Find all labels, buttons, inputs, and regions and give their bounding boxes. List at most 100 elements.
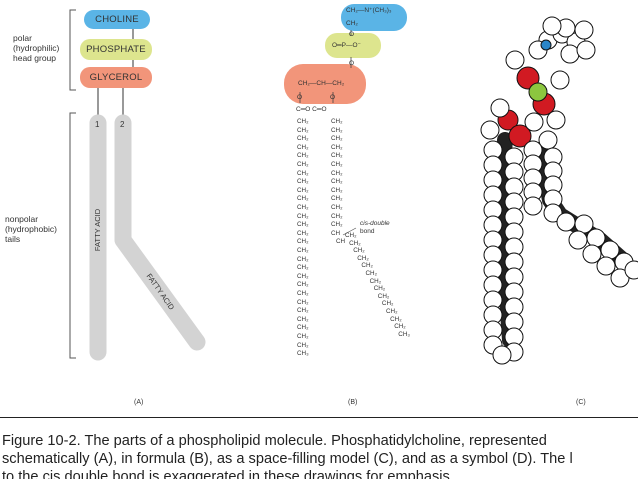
formula-o-link-2: O [349,60,355,67]
chain-unit: CH₂ [331,161,343,168]
chain-unit: CH₂ [297,247,309,254]
chain-unit: CH₂ [365,270,378,277]
chain-unit: CH₂ [297,161,309,168]
polar-head-label: polar (hydrophilic) head group [13,33,60,63]
caption-line-3: to the cis double bond is exaggerated in… [2,469,454,479]
chain-unit: CH₂ [297,324,309,332]
formula-phosphate-blob [325,33,381,58]
phosphate-pill: PHOSPHATE [80,39,152,60]
chain-unit: CH₂ [361,262,373,270]
chain-unit: CH₂ [297,307,309,315]
chain-unit: CH₂ [297,298,309,306]
chain-unit: CH₂ [297,281,309,289]
hydrogen-atom [624,260,638,280]
chain-unit: CH₂ [297,135,309,143]
nitrogen-atom [540,39,552,51]
formula-choline-blob [341,4,407,31]
nonpolar-tails-label: nonpolar (hydrophobic) tails [5,214,57,244]
chain-unit: CH₂ [331,118,343,125]
chain-unit: CH₂ [373,285,386,293]
formula-phosphate: O═P—O⁻ [332,42,361,49]
oxygen-atom [508,124,532,148]
hydrogen-atom [574,214,594,234]
chain-unit: CH₂ [331,126,343,134]
oxygen-atom [516,66,540,90]
chain-unit: CH₂ [297,143,309,151]
chain-unit: CH₂ [377,292,390,300]
glycerol-pill: GLYCEROL [80,67,152,88]
chain-unit: CH₂ [297,255,309,263]
hydrogen-atom [556,212,576,232]
chain-unit: CH₂ [297,229,309,237]
chain-unit: CH₂ [331,152,343,160]
chain-unit: CH₂ [297,126,309,134]
polar-bracket [69,9,76,91]
phosphorus-atom [528,82,548,102]
formula-ester-o1: O [297,94,303,101]
chain-unit: CH₂ [297,290,309,297]
chain-unit: CH₂ [386,308,398,315]
chain-unit: CH₂ [297,272,309,280]
chain-unit: CH₂ [369,277,382,285]
formula-glycerol-blob [284,64,366,104]
space-filling-model [480,16,638,365]
chain-unit: CH₂ [394,323,406,331]
chain-unit: CH₂ [297,341,309,349]
chain-unit: CH₂ [331,135,343,143]
chain-unit: CH₂ [297,238,309,246]
chain-unit: CH₂ [297,152,309,160]
chain-unit-cis: CH [331,229,341,237]
chain-unit: CH₂ [390,315,402,323]
caption-line-2: schematically (A), in formula (B), as a … [2,451,573,467]
hydrogen-atom [576,40,596,60]
hydrogen-atom [505,50,525,70]
fatty-acid-label-1: FATTY ACID [93,208,102,252]
chain-unit: CH₂ [357,254,369,262]
chain-unit: CH₂ [331,169,343,177]
chain-unit: CH₂ [349,239,361,247]
hydrogen-atom [492,345,512,365]
chain-unit: CH₃ [398,330,410,338]
hydrogen-atom [480,120,500,140]
choline-pill: CHOLINE [84,10,150,29]
chain-unit: CH₂ [297,186,309,194]
phospholipid-figure: polar (hydrophilic) head group nonpolar … [0,4,638,418]
hydrogen-atom [523,196,543,216]
hydrogen-atom [546,110,566,130]
chain-unit: CH₂ [331,178,343,186]
formula-ester-o2: O [330,94,336,101]
caption-line-1: Figure 10-2. The parts of a phospholipid… [2,433,547,449]
hydrogen-atom [490,98,510,118]
hydrogen-atom [550,70,570,90]
chain-unit: CH₂ [297,315,309,323]
hydrogen-atom [582,244,602,264]
diagram-graphics [69,4,638,365]
panel-label-b: (B) [348,399,358,406]
formula-glycerol: CH₂—CH—CH₂ [298,80,345,87]
hydrogen-atom [586,228,606,248]
panel-label-a: (A) [134,399,144,406]
chain-unit: CH₂ [331,221,343,229]
hydrogen-atom [542,16,562,36]
tail-number-1: 1 [95,120,100,129]
chain-unit: CH₂ [297,204,309,211]
chain-unit: CH₂ [381,300,394,308]
chain-unit: CH₂ [297,118,309,125]
chain-unit: CH₂ [331,212,343,220]
chain-unit: CH₃ [297,350,309,358]
chain-unit: CH₂ [331,143,343,151]
hydrogen-atom [560,44,580,64]
chain-unit: CH₂ [297,221,309,229]
panel-label-c: (C) [576,399,586,406]
fatty-acid-tail-2 [114,114,206,351]
chain-unit-cis: CH [336,238,346,246]
chain-unit: CH₂ [353,247,365,255]
chain-unit: CH₂ [297,169,309,177]
hydrogen-atom [600,240,620,260]
cis-double-bond-label: cis-double bond [360,220,390,235]
formula-choline-ch2: CH₂ [346,20,358,27]
chain-unit: CH₂ [331,204,343,211]
hydrogen-atom [568,230,588,250]
chain-unit: CH₂ [297,264,309,272]
chain-unit: CH₂ [297,212,309,220]
